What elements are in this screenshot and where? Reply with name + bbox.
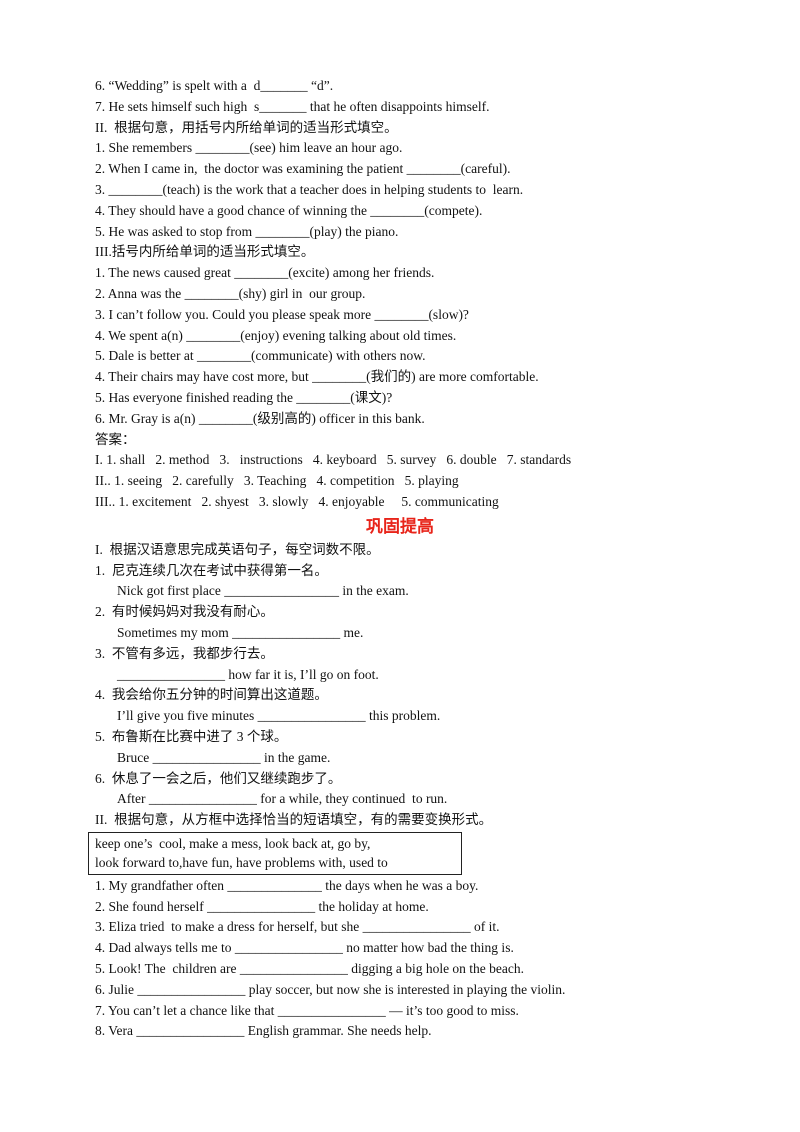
text-line: I’ll give you five minutes _____________… <box>117 708 441 724</box>
text-line: 4. We spent a(n) ________(enjoy) evening… <box>95 327 457 343</box>
text-line: 3. I can’t follow you. Could you please … <box>95 306 469 322</box>
text-line: ________________ how far it is, I’ll go … <box>117 666 379 682</box>
text-line: look forward to,have fun, have problems … <box>95 855 388 871</box>
text-line: 2. She found herself ________________ th… <box>95 898 429 914</box>
text-line: Bruce ________________ in the game. <box>117 749 331 765</box>
text-line: III.. 1. excitement 2. shyest 3. slowly … <box>95 493 499 509</box>
text-line: 1. The news caused great ________(excite… <box>95 265 435 281</box>
text-line: 8. Vera ________________ English grammar… <box>95 1023 432 1039</box>
exercise-block-1: 6. “Wedding” is spelt with a d_______ “d… <box>95 76 705 513</box>
text-line: 6. Julie ________________ play soccer, b… <box>95 981 566 997</box>
worksheet-page: 6. “Wedding” is spelt with a d_______ “d… <box>88 76 705 1042</box>
section-title: 巩固提高 <box>366 516 434 537</box>
text-line: II. 根据句意，用括号内所给单词的适当形式填空。 <box>95 119 398 135</box>
text-line: 4. 我会给你五分钟的时间算出这道题。 <box>95 687 328 703</box>
text-line: Sometimes my mom ________________ me. <box>117 624 364 640</box>
text-line: 7. You can’t let a chance like that ____… <box>95 1002 519 1018</box>
text-line: After ________________ for a while, they… <box>117 791 448 807</box>
text-line: 4. Dad always tells me to ______________… <box>95 940 514 956</box>
text-line: 3. Eliza tried to make a dress for herse… <box>95 919 500 935</box>
text-line: 7. He sets himself such high s_______ th… <box>95 98 490 114</box>
text-line: 2. 有时候妈妈对我没有耐心。 <box>95 604 274 620</box>
exercise-block-2: I. 根据汉语意思完成英语句子，每空词数不限。 1. 尼克连续几次在考试中获得第一… <box>95 540 705 831</box>
text-line: 1. She remembers ________(see) him leave… <box>95 140 403 156</box>
phrase-box: keep one’s cool, make a mess, look back … <box>88 831 462 875</box>
text-line: 1. 尼克连续几次在考试中获得第一名。 <box>95 562 328 578</box>
text-line: 答案： <box>95 431 136 447</box>
text-line: 5. 布鲁斯在比赛中进了 3 个球。 <box>95 728 288 744</box>
text-line: I. 1. shall 2. method 3. instructions 4.… <box>95 452 572 468</box>
text-line: II. 根据句意，从方框中选择恰当的短语填空，有的需要变换形式。 <box>95 812 493 828</box>
text-line: 1. My grandfather often ______________ t… <box>95 877 479 893</box>
text-line: Nick got first place _________________ i… <box>117 583 409 599</box>
text-line: 3. ________(teach) is the work that a te… <box>95 181 524 197</box>
text-line: 5. Has everyone finished reading the ___… <box>95 389 393 405</box>
text-line: 5. Look! The children are ______________… <box>95 961 525 977</box>
text-line: 2. Anna was the ________(shy) girl in ou… <box>95 285 366 301</box>
text-line: 6. Mr. Gray is a(n) ________(级别高的) offic… <box>95 410 425 426</box>
text-line: 5. Dale is better at ________(communicat… <box>95 348 426 364</box>
text-line: 3. 不管有多远，我都步行去。 <box>95 645 274 661</box>
text-line: 6. 休息了一会之后，他们又继续跑步了。 <box>95 770 342 786</box>
text-line: keep one’s cool, make a mess, look back … <box>95 835 371 851</box>
text-line: II.. 1. seeing 2. carefully 3. Teaching … <box>95 473 459 489</box>
text-line: 6. “Wedding” is spelt with a d_______ “d… <box>95 78 334 93</box>
text-line: 2. When I came in, the doctor was examin… <box>95 161 511 177</box>
text-line: 4. They should have a good chance of win… <box>95 202 483 218</box>
text-line: I. 根据汉语意思完成英语句子，每空词数不限。 <box>95 541 380 557</box>
text-line: 5. He was asked to stop from ________(pl… <box>95 223 399 239</box>
text-line: 4. Their chairs may have cost more, but … <box>95 369 539 385</box>
exercise-block-3: 1. My grandfather often ______________ t… <box>95 876 705 1042</box>
text-line: III.括号内所给单词的适当形式填空。 <box>95 244 315 260</box>
